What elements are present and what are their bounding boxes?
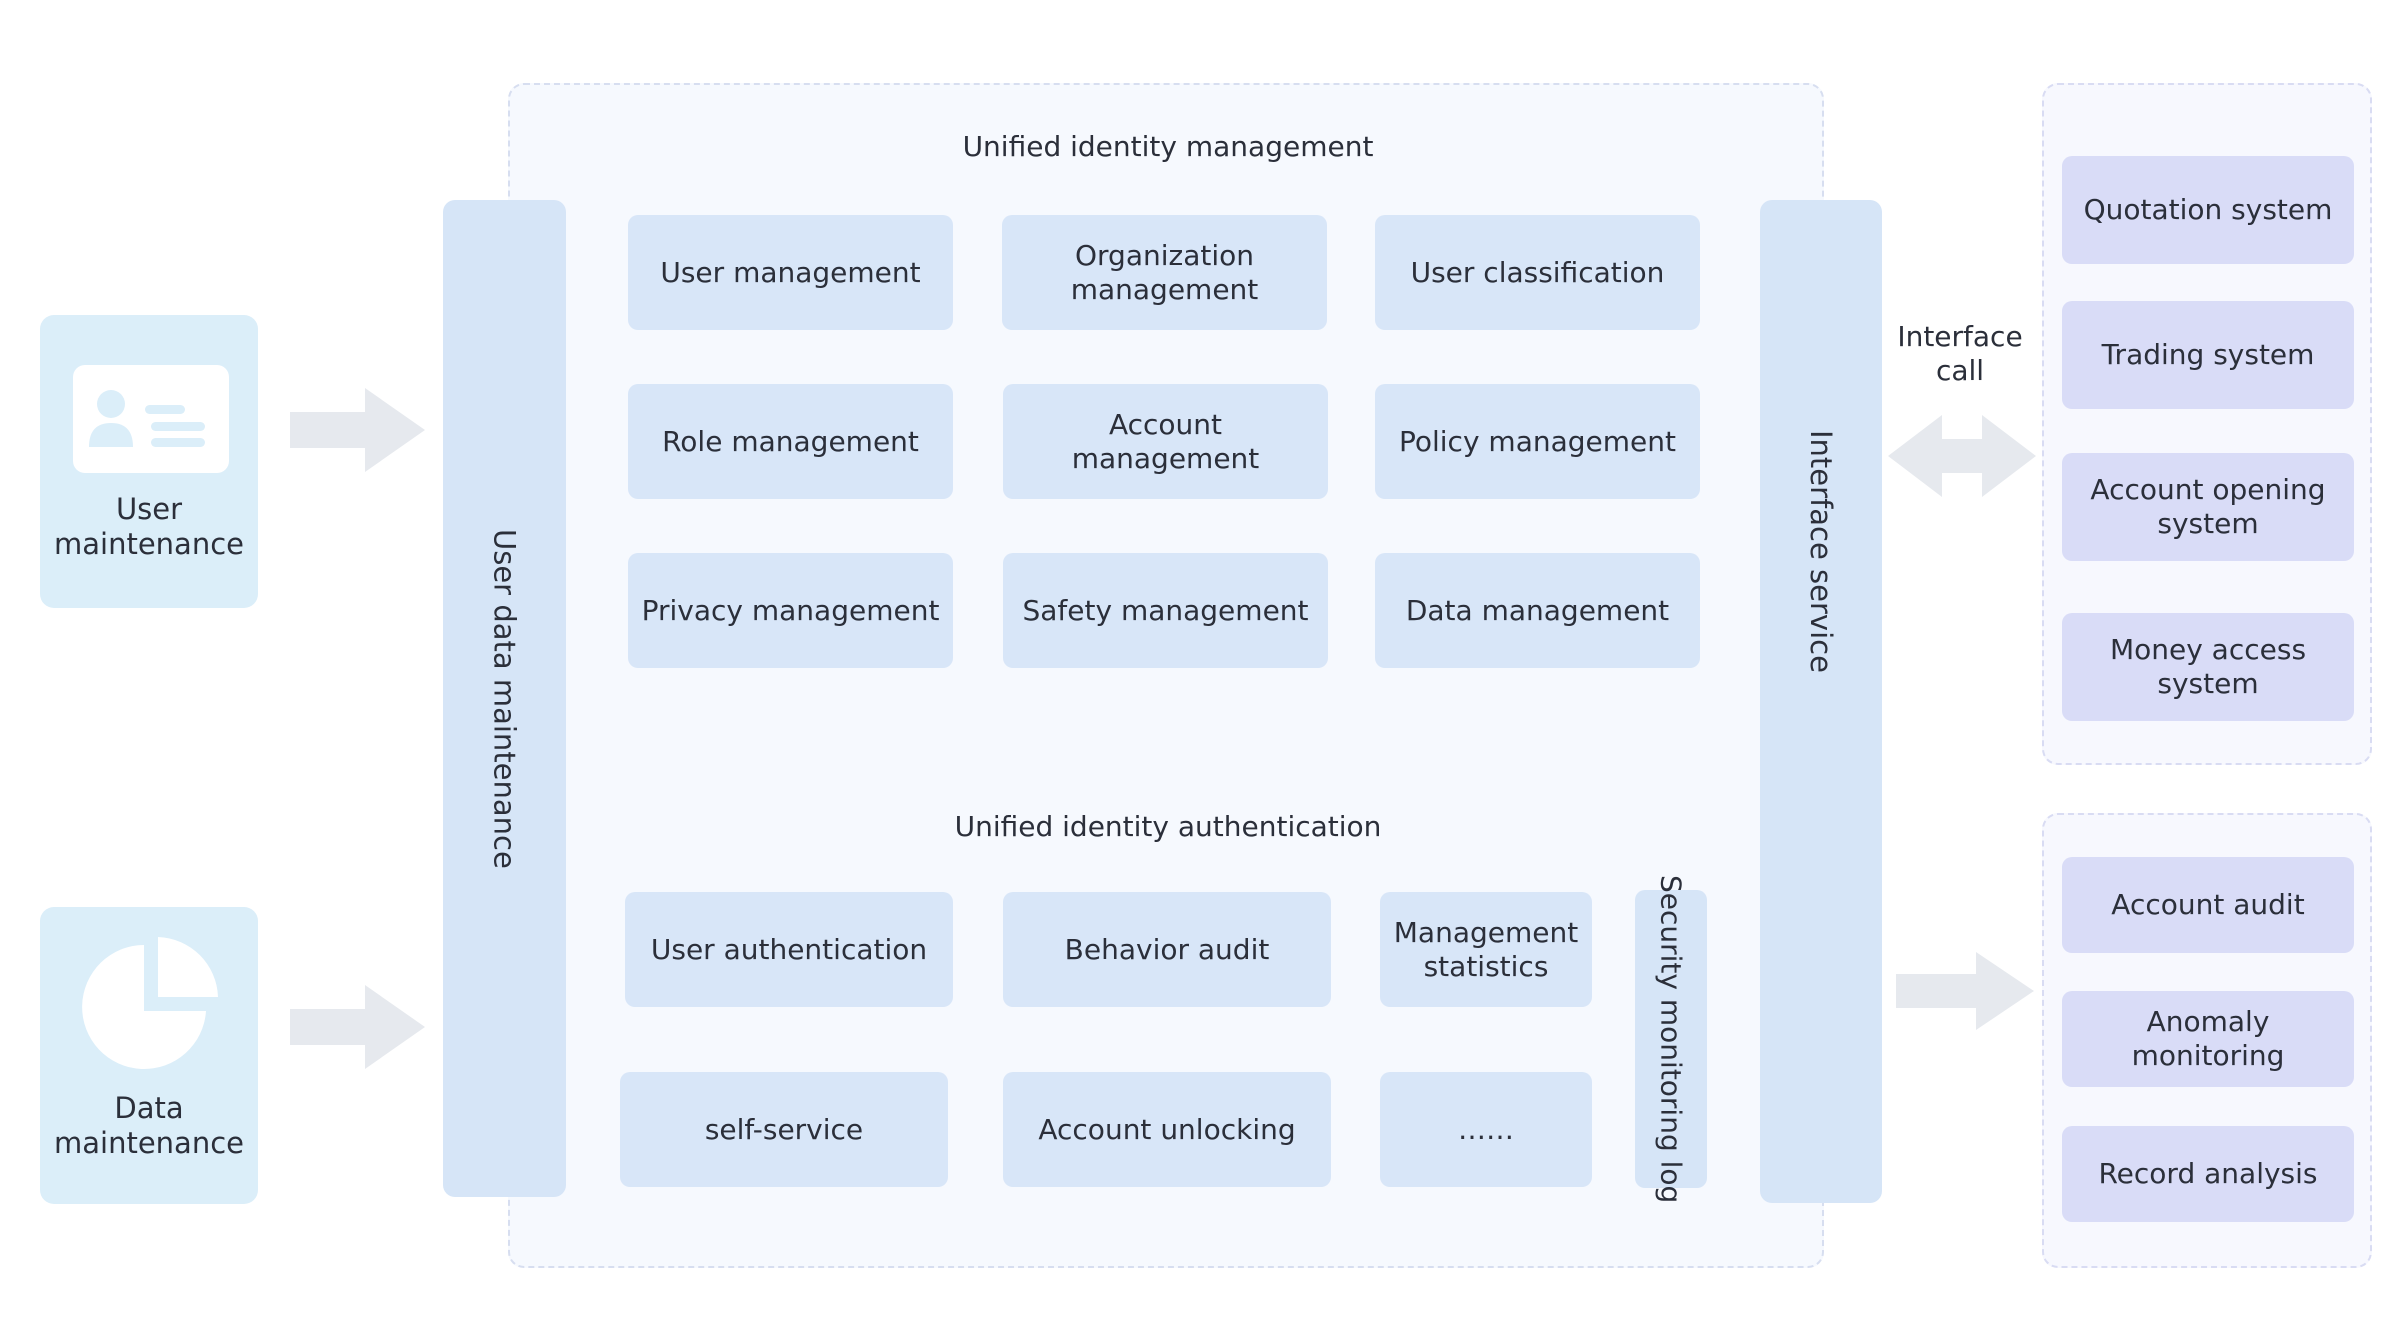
arrow-right-icon: [290, 985, 425, 1069]
user-data-maintenance-bar[interactable]: User data maintenance: [443, 200, 566, 1197]
arrow-right-icon: [1896, 952, 2034, 1030]
interface-call-label: Interface call: [1897, 320, 2023, 387]
module-policy-management[interactable]: Policy management: [1375, 384, 1700, 499]
module-account-management[interactable]: Account management: [1003, 384, 1328, 499]
system-quotation[interactable]: Quotation system: [2062, 156, 2354, 264]
module-user-classification[interactable]: User classification: [1375, 215, 1700, 330]
double-arrow-icon: [1888, 415, 2036, 497]
module-role-management[interactable]: Role management: [628, 384, 953, 499]
management-title: Unified identity management: [962, 129, 1374, 163]
id-card-icon: [73, 365, 229, 473]
module-more-ellipsis[interactable]: ……: [1380, 1072, 1592, 1187]
interface-service-label: Interface service: [1804, 430, 1838, 673]
module-user-management[interactable]: User management: [628, 215, 953, 330]
interface-service-bar[interactable]: Interface service: [1760, 200, 1882, 1203]
module-safety-management[interactable]: Safety management: [1003, 553, 1328, 668]
pie-chart-icon: [82, 937, 218, 1069]
data-maintenance-card[interactable]: Data maintenance: [40, 907, 258, 1204]
data-maintenance-label: Data maintenance: [54, 1091, 244, 1160]
module-privacy-management[interactable]: Privacy management: [628, 553, 953, 668]
analysis-account-audit[interactable]: Account audit: [2062, 857, 2354, 953]
analysis-record-analysis[interactable]: Record analysis: [2062, 1126, 2354, 1222]
analysis-anomaly-monitoring[interactable]: Anomaly monitoring: [2062, 991, 2354, 1087]
module-self-service[interactable]: self-service: [620, 1072, 948, 1187]
module-data-management[interactable]: Data management: [1375, 553, 1700, 668]
arrow-right-icon: [290, 388, 425, 472]
system-account-opening[interactable]: Account opening system: [2062, 453, 2354, 561]
user-maintenance-label: User maintenance: [54, 492, 244, 561]
security-monitoring-log-label: Security monitoring log: [1654, 874, 1688, 1204]
security-monitoring-log-bar[interactable]: Security monitoring log: [1635, 875, 1707, 1203]
system-trading[interactable]: Trading system: [2062, 301, 2354, 409]
system-money-access[interactable]: Money access system: [2062, 613, 2354, 721]
module-behavior-audit[interactable]: Behavior audit: [1003, 892, 1331, 1007]
module-organization-management[interactable]: Organization management: [1002, 215, 1327, 330]
authentication-title: Unified identity authentication: [954, 809, 1382, 843]
user-data-maintenance-label: User data maintenance: [487, 528, 522, 869]
module-user-authentication[interactable]: User authentication: [625, 892, 953, 1007]
user-maintenance-card[interactable]: User maintenance: [40, 315, 258, 608]
module-management-statistics[interactable]: Management statistics: [1380, 892, 1592, 1007]
module-account-unlocking[interactable]: Account unlocking: [1003, 1072, 1331, 1187]
